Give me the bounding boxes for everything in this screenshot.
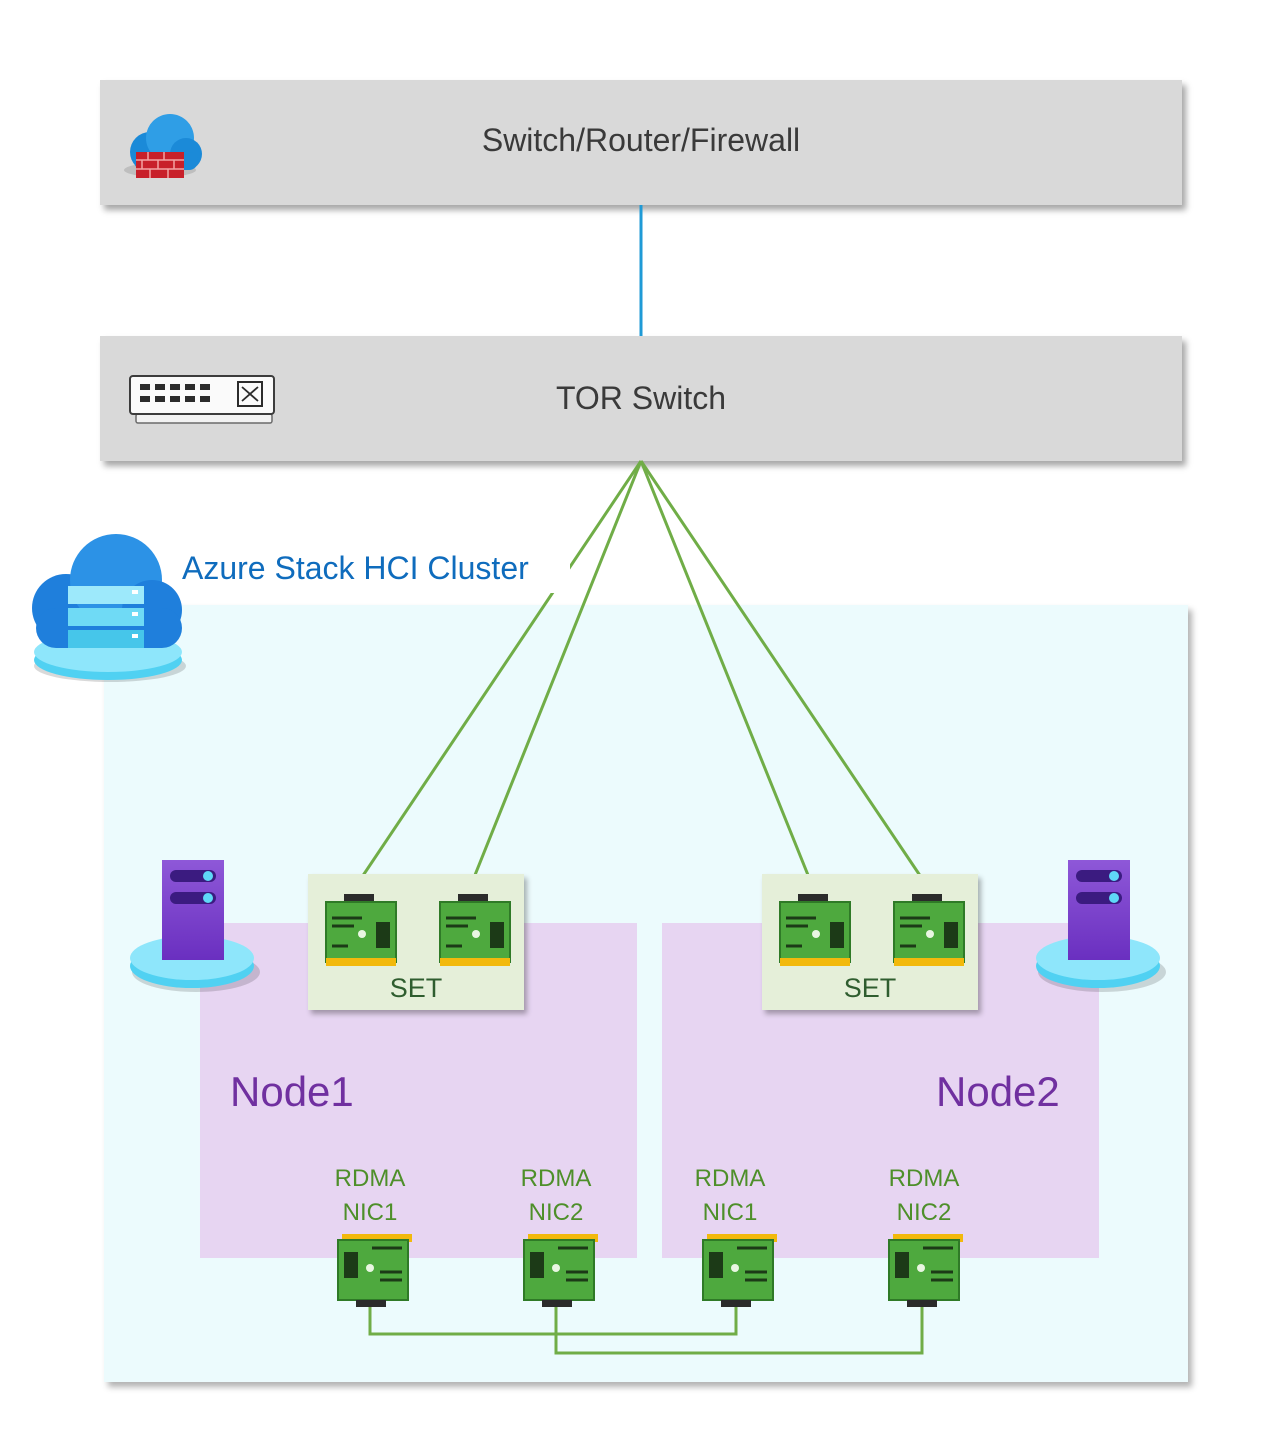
node2-rdma-nic2-label: RDMA NIC2 [888,1165,960,1226]
node2-server-icon [1036,860,1166,992]
node2-label: Node2 [936,1068,1060,1115]
rdma-nic-icon [337,1234,412,1307]
cluster-label: Azure Stack HCI Cluster [182,550,570,593]
nic-icon [325,894,397,966]
rdma-nic-icon [523,1234,598,1307]
node2-set-label: SET [843,973,897,1003]
tor-switch-bar: TOR Switch [100,336,1182,461]
cloud-server-icon [32,534,186,682]
cloud-firewall-icon [124,114,202,178]
node1-set-link-1 [358,460,643,881]
node1-rdma-nic1-label: RDMA NIC1 [334,1165,406,1226]
rdma-nic2-link [554,1303,924,1355]
switch-router-firewall-label: Switch/Router/Firewall [481,122,801,158]
node1-label: Node1 [230,1068,354,1115]
rdma-nic-icon [702,1234,777,1307]
network-switch-icon [129,375,275,424]
switch-router-firewall-bar: Switch/Router/Firewall [100,80,1182,205]
rdma-nic1-link [368,1303,738,1336]
tor-switch-label: TOR Switch [555,380,727,416]
nic-icon [439,894,511,966]
node1-rdma-nic2-label: RDMA NIC2 [520,1165,592,1226]
node2-set-link-1 [639,460,812,881]
rdma-nic-icon [888,1234,963,1307]
node1-set-link-2 [471,460,643,881]
node2-rdma-nic1-label: RDMA NIC1 [694,1165,766,1226]
nic-icon [779,894,851,966]
node1-set-label: SET [389,973,443,1003]
node1-server-icon [130,860,260,992]
nic-icon [893,894,965,966]
node2-set-link-2 [639,460,925,881]
